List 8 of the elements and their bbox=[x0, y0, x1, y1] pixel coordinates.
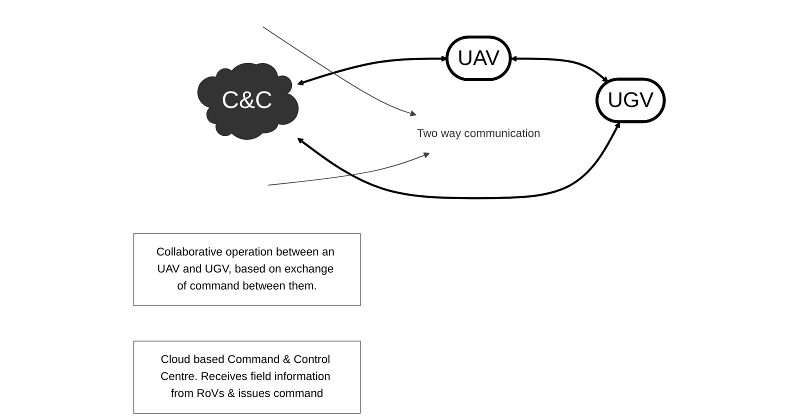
arrow bbox=[268, 152, 430, 186]
arrow bbox=[297, 56, 448, 86]
node-box: Collaborative operation between an UAV and UGV, based on exchange of command between them. bbox=[133, 233, 361, 306]
arrow bbox=[262, 26, 416, 116]
arrow bbox=[510, 56, 609, 82]
node-box: Cloud based Command & Control Centre. Receives field information from RoVs & issues command bbox=[133, 340, 361, 414]
node-text: Two way communication bbox=[416, 128, 540, 140]
arrow bbox=[297, 122, 620, 200]
